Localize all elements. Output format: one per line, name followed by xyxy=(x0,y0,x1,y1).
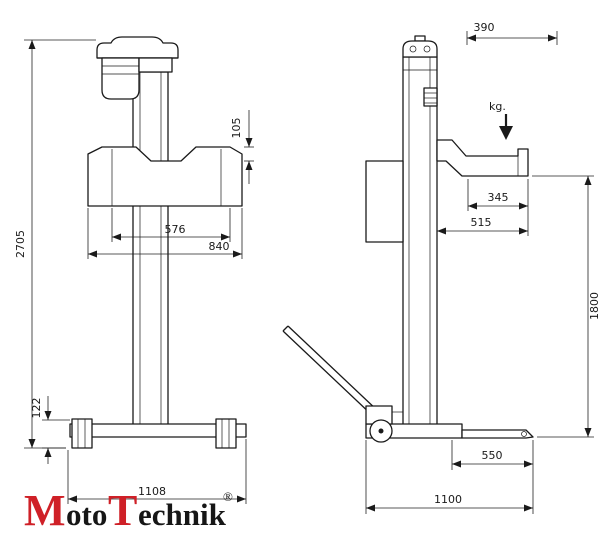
side-cap-knob xyxy=(414,35,426,42)
load-arrow-icon xyxy=(499,126,513,140)
dim-total-height-label: 2705 xyxy=(14,230,27,258)
logo-registered-mark: ® xyxy=(223,489,233,504)
brand-logo: M oto T echnik ® xyxy=(24,486,233,535)
front-view xyxy=(69,36,247,449)
dim-top-offset-label: 390 xyxy=(474,21,495,34)
side-base-foot-plate xyxy=(461,429,534,439)
foot-roller-icon xyxy=(521,431,527,437)
dim-base-depth-label: 1100 xyxy=(434,493,462,506)
dim-outer-width-label: 840 xyxy=(209,240,230,253)
logo-moto-oto: oto xyxy=(66,497,107,532)
dim-inner-width-label: 576 xyxy=(165,223,186,236)
side-motor-detail xyxy=(423,87,438,107)
dim-arm-outer-label: 515 xyxy=(471,216,492,229)
pump-handle xyxy=(282,325,380,418)
front-carriage xyxy=(87,146,243,207)
side-column xyxy=(402,56,438,438)
front-dimensions: 2705 105 576 840 122 1108 xyxy=(14,39,254,504)
side-control-box xyxy=(365,160,404,243)
front-head-block xyxy=(138,57,173,73)
side-cap xyxy=(402,40,438,58)
side-view xyxy=(282,35,534,443)
side-dimensions: 390 kg. 345 515 1800 550 1100 xyxy=(365,21,601,514)
logo-moto-m: M xyxy=(24,486,66,535)
dim-lift-height-label: 1800 xyxy=(588,292,601,320)
logo-technik-t: T xyxy=(108,486,137,535)
logo-technik-echnik: echnik xyxy=(138,497,227,532)
dim-base-height-label: 122 xyxy=(30,398,43,419)
dim-pad-height-label: 105 xyxy=(230,118,243,139)
front-motor-cap xyxy=(96,36,179,59)
pump-wheel-hub-icon xyxy=(378,428,384,434)
side-lift-foot xyxy=(436,139,529,177)
dim-arm-inner-label: 345 xyxy=(488,191,509,204)
front-column xyxy=(132,71,169,426)
dim-base-width-label: 1108 xyxy=(138,485,166,498)
load-unit-label: kg. xyxy=(489,100,506,113)
front-motor-body xyxy=(101,57,140,100)
front-right-foot xyxy=(215,418,237,449)
front-base-plate xyxy=(69,423,247,438)
front-left-foot xyxy=(71,418,93,449)
dim-foot-length-label: 550 xyxy=(482,449,503,462)
